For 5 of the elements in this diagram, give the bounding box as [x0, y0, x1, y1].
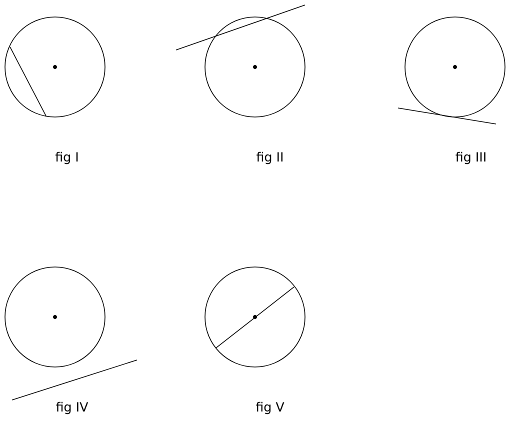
figure-label: fig V [256, 402, 284, 414]
figure-label: fig IV [56, 402, 88, 414]
figure-label: fig III [456, 152, 486, 164]
figure-label: fig II [256, 152, 282, 164]
figure-label: fig I [55, 152, 78, 164]
